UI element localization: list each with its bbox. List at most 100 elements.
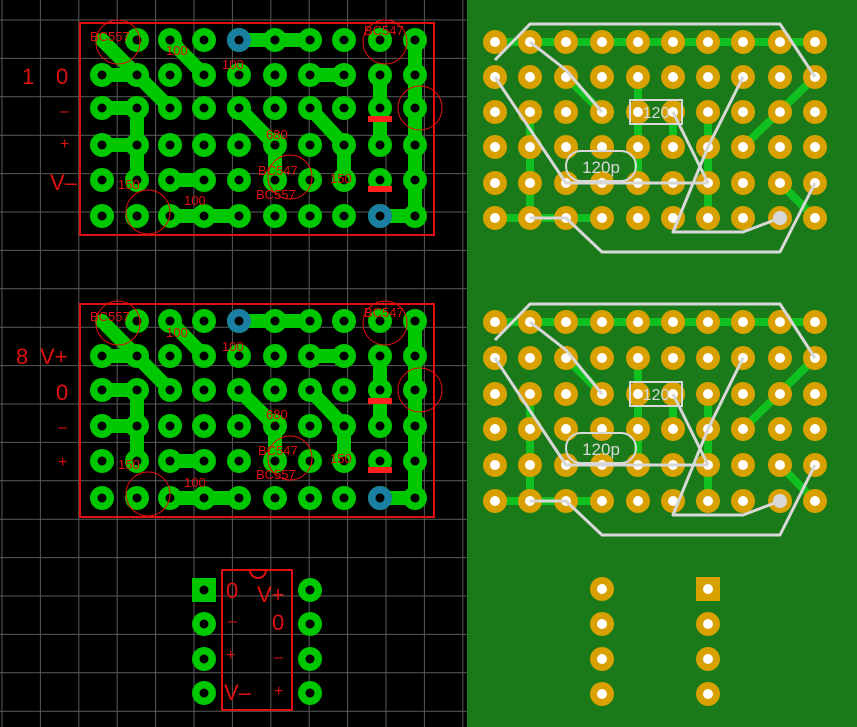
left-board2-pad-hole (410, 493, 420, 503)
ic-pin-left-vminus: V– (224, 680, 251, 705)
left-board1-pad-hole (165, 70, 175, 80)
left-board2-transistor-outline (125, 471, 171, 517)
left-board1-pad-hole (199, 70, 209, 80)
board2-part-bc547-b: BC547 (258, 443, 298, 458)
left-board2-outline (79, 303, 435, 518)
right-board1-pad-hole (738, 37, 748, 47)
right-board1-pad-hole (490, 178, 500, 188)
left-board2-pad-hole (165, 385, 175, 395)
left-board1-pad-hole (165, 103, 175, 113)
left-board2-pad-hole (305, 316, 315, 326)
right-board2-pad-hole (597, 496, 607, 506)
right-board2-pad-hole (668, 424, 678, 434)
right-board1-pad-hole (633, 107, 643, 117)
right-board2-wire (493, 302, 817, 359)
left-board1-pad-hole (339, 211, 349, 221)
left-board2-pad-hole (339, 456, 349, 466)
right-board2-pad-hole (633, 389, 643, 399)
ic-pin-left-plus: + (226, 647, 236, 664)
left-board1-pad-hole (165, 175, 175, 185)
left-board2-pad-hole (375, 456, 385, 466)
right-board2-wire (529, 320, 604, 395)
right-board1-pad-hole (703, 107, 713, 117)
right-board1-pad-hole (525, 107, 535, 117)
right-board2-pad-hole (490, 496, 500, 506)
left-board1-pad-hole (339, 103, 349, 113)
left-board2-pad-hole (375, 316, 385, 326)
right-board1-pad-hole (597, 37, 607, 47)
right-board2-pad-hole (597, 317, 607, 327)
left-board1 (79, 19, 443, 236)
left-board1-pad-hole (410, 70, 420, 80)
left-board2-pad-hole (305, 385, 315, 395)
left-board2-pad-hole (97, 456, 107, 466)
board2-label-vplus: V+ (40, 344, 68, 369)
left-board1-pad-hole (270, 211, 280, 221)
right-board2-wire (530, 464, 817, 537)
right-board1-pad-hole (810, 37, 820, 47)
left-board1-pad-hole (97, 140, 107, 150)
left-board2-pad-hole (97, 351, 107, 361)
right-board1-pad-hole (775, 142, 785, 152)
left-board1-pad-hole (305, 175, 315, 185)
right-board2-pad-hole (525, 460, 535, 470)
left-board2-transistor-outline (95, 300, 141, 346)
left-board1-pad-hole (132, 211, 142, 221)
left-board2-pad-hole (97, 385, 107, 395)
board1-label-1: 1 (22, 64, 35, 89)
left-board1-pad-hole (199, 35, 209, 45)
left-board2-via-hole (234, 316, 244, 326)
right-board2-pad-hole (775, 353, 785, 363)
right-board1-pad-hole (633, 142, 643, 152)
left-board1-pad-hole (410, 35, 420, 45)
right-board1-pad-hole (668, 213, 678, 223)
left-board1-pad-hole (270, 35, 280, 45)
right-board2-pad-hole (490, 317, 500, 327)
right-board2-pad-hole (490, 460, 500, 470)
left-board1-outline (79, 22, 435, 236)
right-board1-pad-hole (633, 72, 643, 82)
right-board1-pad-hole (525, 178, 535, 188)
left-board2-transistor-outline (267, 435, 313, 481)
right-ic-pad-hole (597, 689, 607, 699)
right-board1-pad-hole (597, 142, 607, 152)
right-board1-pad-hole (738, 213, 748, 223)
right-board1-pad-hole (490, 213, 500, 223)
left-board2-pad-hole (410, 456, 420, 466)
board2-part-100-a: 100 (166, 325, 188, 340)
left-board1-pad-hole (375, 175, 385, 185)
left-board1-pad-hole (270, 140, 280, 150)
left-board1-transistor-outline (397, 85, 443, 131)
board2-part-680: 680 (266, 407, 288, 422)
left-board2-pad-hole (375, 351, 385, 361)
left-board2-pad-hole (132, 493, 142, 503)
right-board2-pad-hole (561, 353, 571, 363)
right-board1-wire (671, 76, 781, 234)
left-board2-pad-hole (234, 385, 244, 395)
right-board1-pad-hole (775, 37, 785, 47)
left-board1-pad-hole (199, 175, 209, 185)
right-board2-pad-hole (668, 496, 678, 506)
left-board2-pad-hole (270, 351, 280, 361)
left-board1-via-hole (375, 211, 385, 221)
right-board2-wire (671, 357, 781, 517)
right-board2-pad-hole (668, 353, 678, 363)
right-board1-pad-hole (703, 37, 713, 47)
right-board2-pad-hole (703, 353, 713, 363)
right-ic-pad-hole (703, 619, 713, 629)
right-board2-wire (493, 357, 708, 467)
left-board1-pad-hole (97, 175, 107, 185)
ic-pin-hole (305, 654, 315, 664)
left-board2-pad-hole (339, 316, 349, 326)
left-board2-pad-hole (97, 421, 107, 431)
left-board1-pad-hole (375, 103, 385, 113)
board1-part-680: 680 (266, 127, 288, 142)
left-board2-pad-hole (199, 351, 209, 361)
right-ic-pad-hole (597, 619, 607, 629)
left-board2-pad-hole (270, 456, 280, 466)
left-board2-pad-hole (132, 421, 142, 431)
left-board2-pad-hole (199, 316, 209, 326)
right-board2-pad-hole (775, 424, 785, 434)
left-board2-transistor-outline (362, 300, 408, 346)
